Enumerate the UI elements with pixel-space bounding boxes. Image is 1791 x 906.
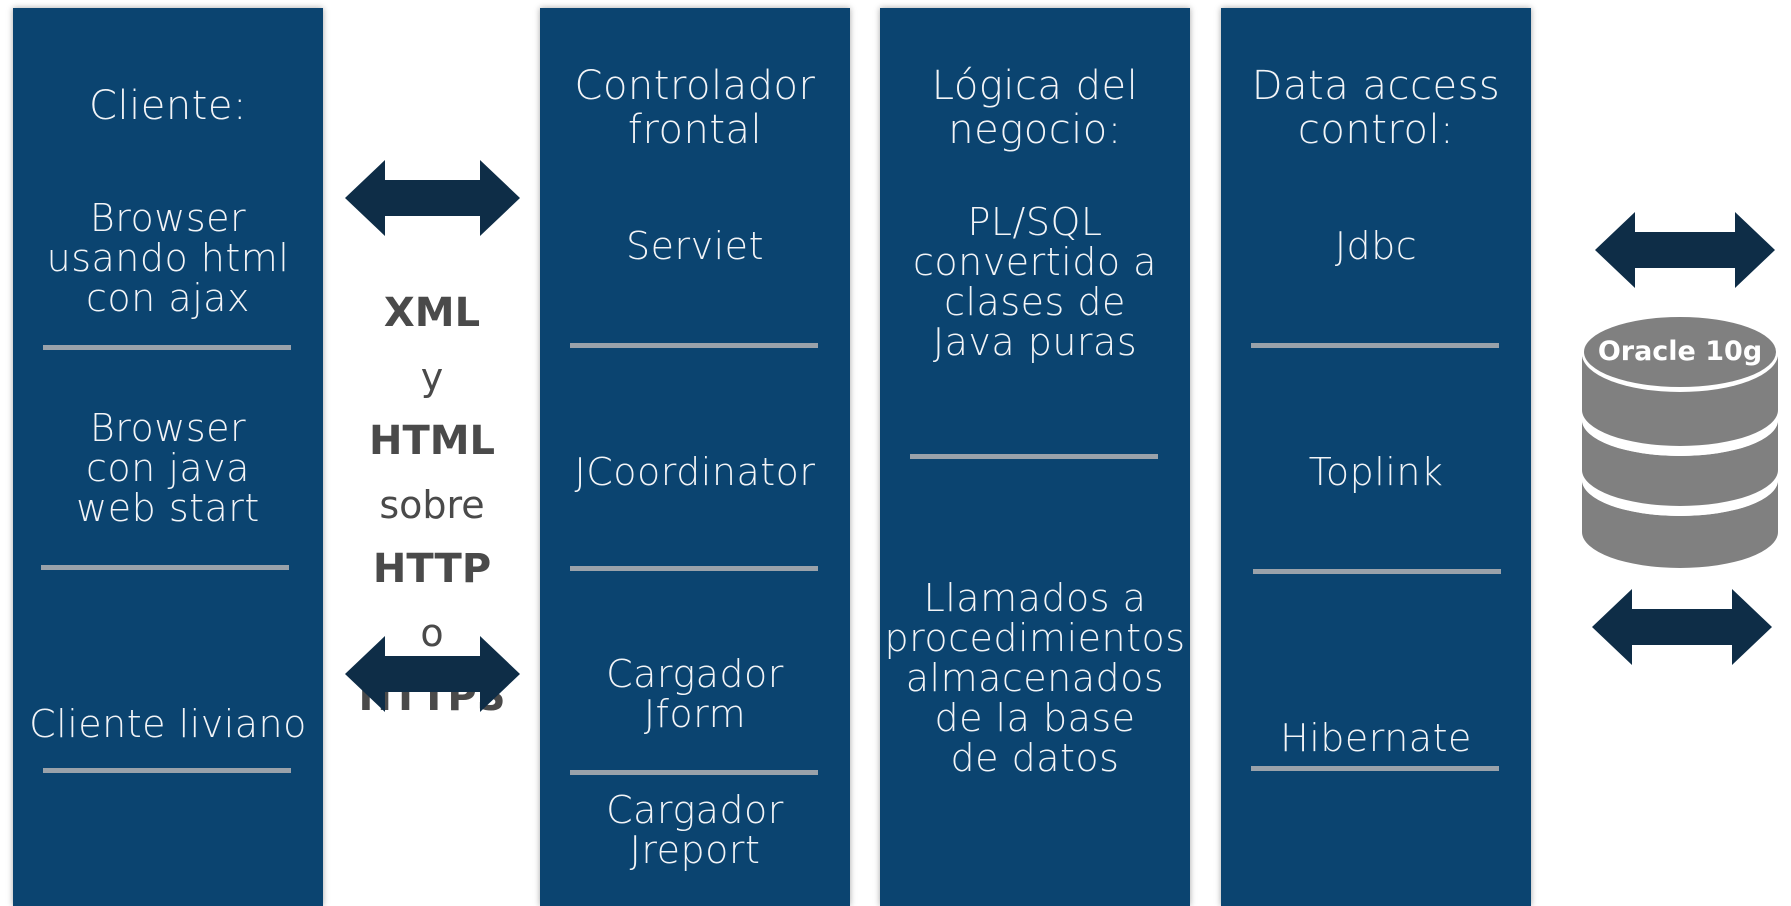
controlador-column: Controlador frontal Serviet JCoordinator…	[540, 8, 850, 906]
protocol-o: o	[420, 611, 444, 655]
separator	[1251, 766, 1499, 771]
separator	[43, 345, 291, 350]
data-access-title: Data access control:	[1251, 63, 1501, 153]
double-arrow-icon	[345, 636, 520, 712]
database-icon	[1582, 316, 1778, 568]
separator	[570, 770, 818, 775]
separator	[1251, 343, 1499, 348]
cliente-item-java-webstart: Browser con java web start	[76, 406, 260, 530]
cliente-title: Cliente:	[89, 83, 247, 129]
separator	[570, 566, 818, 571]
controlador-item-cargador-jreport: Cargador Jreport	[606, 788, 784, 872]
cliente-item-liviano: Cliente liviano	[29, 702, 307, 746]
double-arrow-icon	[1595, 212, 1775, 288]
data-access-column: Data access control: Jdbc Toplink Hibern…	[1221, 8, 1531, 906]
cliente-item-browser-ajax: Browser usando html con ajax	[46, 196, 290, 320]
protocol-xml: XML	[383, 290, 481, 336]
separator	[910, 454, 1158, 459]
controlador-item-cargador-jform: Cargador Jform	[606, 652, 784, 736]
data-item-toplink: Toplink	[1308, 450, 1444, 494]
separator	[43, 768, 291, 773]
database-label: Oracle 10g	[1597, 336, 1763, 367]
double-arrow-icon	[1592, 589, 1772, 665]
controlador-item-jcoordinator: JCoordinator	[574, 450, 816, 494]
protocol-sobre: sobre	[379, 483, 485, 527]
controlador-title: Controlador frontal	[574, 63, 816, 153]
cliente-column: Cliente: Browser usando html con ajax Br…	[13, 8, 323, 906]
logica-item-plsql: PL/SQL convertido a clases de Java puras	[913, 200, 1157, 364]
separator	[1253, 569, 1501, 574]
data-item-jdbc: Jdbc	[1334, 224, 1418, 268]
logica-title: Lógica del negocio:	[931, 63, 1139, 153]
logica-column: Lógica del negocio: PL/SQL convertido a …	[880, 8, 1190, 906]
controlador-item-serviet: Serviet	[626, 224, 764, 268]
logica-item-procedimientos: Llamados a procedimientos almacenados de…	[884, 576, 1186, 780]
protocol-http: HTTP	[372, 546, 492, 592]
protocol-html: HTML	[368, 418, 496, 464]
data-item-hibernate: Hibernate	[1280, 716, 1472, 760]
separator	[570, 343, 818, 348]
double-arrow-icon	[345, 160, 520, 236]
separator	[41, 565, 289, 570]
protocol-y: y	[420, 355, 444, 399]
